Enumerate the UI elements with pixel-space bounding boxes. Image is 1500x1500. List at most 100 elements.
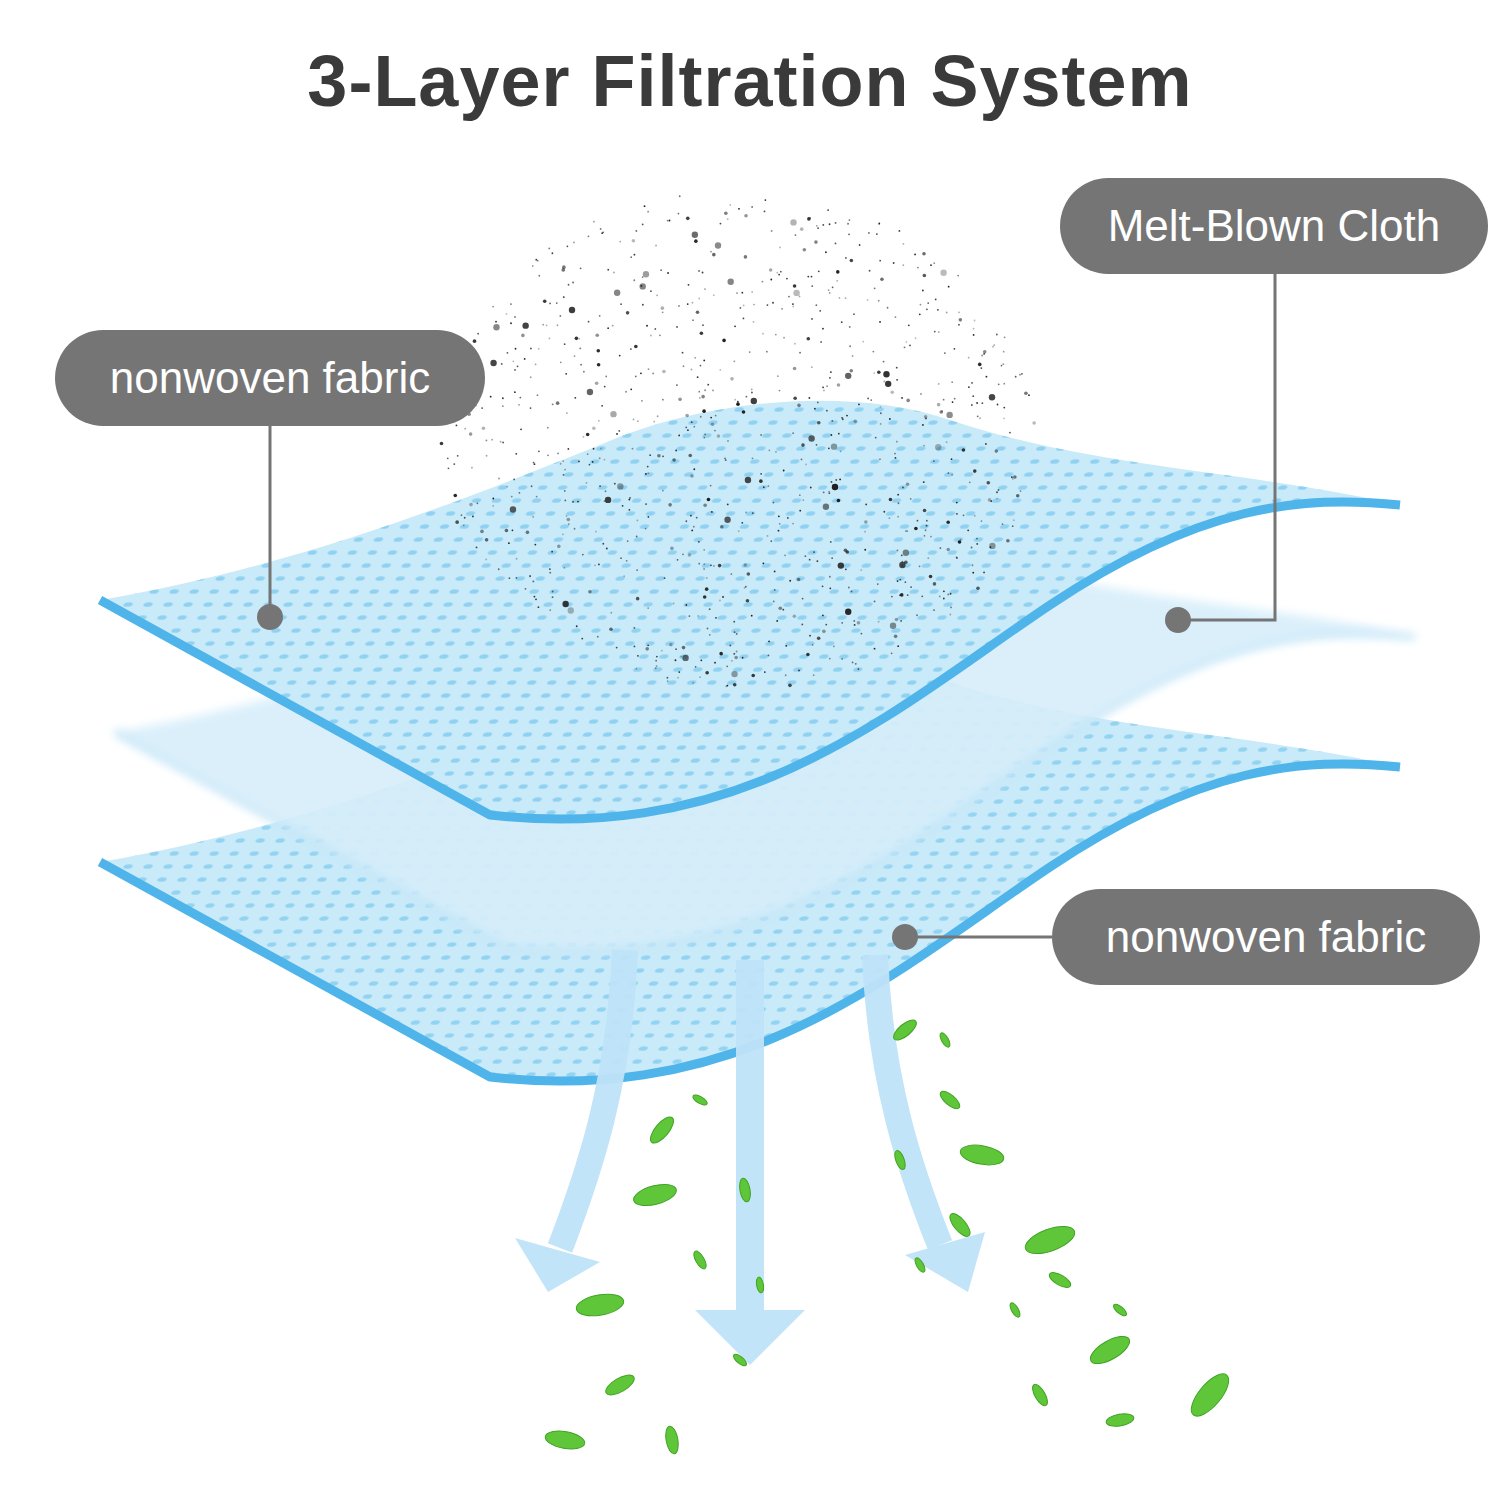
- dust-particle: [1015, 376, 1017, 378]
- dust-particle: [567, 448, 569, 450]
- dust-particle: [801, 458, 803, 460]
- dust-particle: [793, 284, 797, 288]
- dust-particle: [831, 443, 837, 449]
- dust-particle: [751, 674, 755, 678]
- dust-particle: [971, 382, 973, 384]
- dust-particle: [973, 328, 975, 330]
- dust-particle: [675, 648, 677, 650]
- dust-particle: [811, 285, 813, 287]
- dust-particle: [713, 294, 715, 296]
- leaf: [1022, 1221, 1078, 1259]
- dust-particle: [976, 402, 978, 404]
- dust-particle: [925, 529, 927, 531]
- dust-particle: [713, 565, 715, 567]
- dust-particle: [787, 517, 789, 519]
- leaf: [603, 1371, 637, 1399]
- dust-particle: [595, 381, 599, 385]
- dust-particle: [864, 531, 866, 533]
- dust-particle: [967, 529, 969, 531]
- dust-particle: [841, 622, 843, 624]
- dust-particle: [883, 361, 885, 363]
- dust-particle: [729, 204, 731, 206]
- dust-particle: [620, 557, 622, 559]
- dust-particle: [687, 429, 689, 431]
- dust-particle: [828, 492, 830, 494]
- dust-particle: [729, 645, 731, 647]
- dust-particle: [899, 594, 901, 596]
- dust-particle: [924, 535, 926, 537]
- dust-particle: [906, 399, 910, 403]
- dust-particle: [898, 230, 900, 232]
- dust-particle: [687, 303, 689, 305]
- dust-particle: [971, 404, 973, 406]
- dust-particle: [453, 463, 455, 465]
- dust-particle: [511, 496, 513, 498]
- dust-particle: [632, 448, 634, 450]
- dust-particle: [727, 279, 733, 285]
- dust-particle: [943, 399, 945, 401]
- dust-particle: [1012, 525, 1014, 527]
- dust-particle: [909, 345, 911, 347]
- dust-particle: [977, 415, 979, 417]
- dust-particle: [829, 658, 831, 660]
- dust-particle: [510, 322, 512, 324]
- dust-particle: [720, 525, 724, 529]
- dust-particle: [937, 403, 941, 407]
- dust-particle: [534, 596, 536, 598]
- dust-particle: [607, 269, 609, 271]
- dust-particle: [679, 195, 681, 197]
- dust-particle: [974, 320, 976, 322]
- dust-particle: [490, 396, 492, 398]
- dust-particle: [626, 560, 628, 562]
- leaf: [938, 1031, 952, 1048]
- dust-particle: [614, 290, 620, 296]
- dust-particle: [988, 498, 992, 502]
- dust-particle: [701, 395, 705, 399]
- dust-particle: [949, 614, 951, 616]
- dust-particle: [751, 398, 757, 404]
- dust-particle: [792, 306, 794, 308]
- dust-particle: [805, 464, 807, 466]
- dust-particle: [908, 324, 910, 326]
- dust-particle: [691, 530, 693, 532]
- dust-particle: [653, 421, 655, 423]
- dust-particle: [959, 318, 963, 322]
- dust-particle: [698, 270, 700, 272]
- dust-particle: [698, 298, 700, 300]
- dust-particle: [1032, 421, 1036, 425]
- dust-particle: [989, 394, 995, 400]
- dust-particle: [702, 324, 704, 326]
- dust-particle: [992, 346, 994, 348]
- dust-particle: [700, 659, 702, 661]
- dust-particle: [492, 498, 494, 500]
- dust-particle: [639, 283, 645, 289]
- dust-particle: [849, 369, 853, 373]
- dust-particle: [715, 415, 717, 417]
- dust-particle: [485, 559, 487, 561]
- dust-particle: [583, 436, 585, 438]
- dust-particle: [501, 363, 503, 365]
- dust-particles: [440, 195, 1036, 687]
- dust-particle: [817, 227, 819, 229]
- dust-particle: [1013, 475, 1017, 479]
- dust-particle: [703, 360, 705, 362]
- dust-particle: [774, 589, 776, 591]
- dust-particle: [600, 447, 602, 449]
- dust-particle: [725, 459, 727, 461]
- dust-particle: [685, 604, 687, 606]
- dust-particle: [647, 211, 649, 213]
- dust-particle: [826, 385, 828, 387]
- dust-particle: [552, 596, 554, 598]
- dust-particle: [610, 411, 616, 417]
- dust-particle: [742, 657, 744, 659]
- dust-particle: [841, 658, 843, 660]
- dust-particle: [852, 355, 854, 357]
- dust-particle: [973, 334, 975, 336]
- dust-particle: [722, 339, 726, 343]
- dust-particle: [447, 457, 449, 459]
- dust-particle: [688, 454, 692, 458]
- dust-particle: [962, 448, 966, 452]
- dust-particle: [940, 269, 946, 275]
- dust-particle: [502, 397, 504, 399]
- dust-particle: [845, 373, 851, 379]
